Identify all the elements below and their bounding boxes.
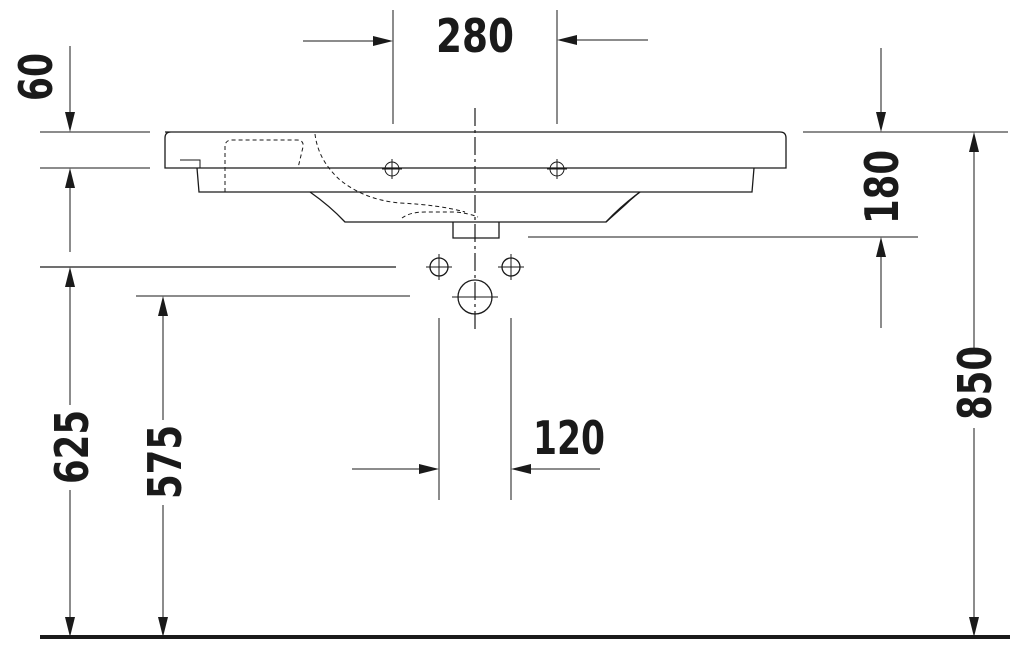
dim-label-180: 180 [855,150,909,224]
tap-hole-left-icon [382,159,402,179]
extension-lines [40,10,1008,500]
tap-hole-right-icon [547,159,567,179]
hidden-contours [224,133,479,219]
dimension-280: 280 [303,9,648,63]
waste-connection-icon [452,279,498,315]
dimension-180: 180 [855,48,909,328]
dimension-850: 850 [948,132,1002,637]
supply-connection-left-icon [426,254,452,280]
dim-label-850: 850 [948,346,1002,420]
dimension-60: 60 [9,46,75,252]
dim-label-60: 60 [9,53,63,101]
dim-label-120: 120 [533,411,605,465]
supply-connection-right-icon [498,254,524,280]
dimension-120: 120 [352,411,605,474]
dim-label-280: 280 [436,9,514,63]
dim-label-575: 575 [138,425,192,499]
dim-label-625: 625 [45,410,99,484]
dimension-625: 625 [45,267,99,637]
dimension-575: 575 [138,296,192,637]
